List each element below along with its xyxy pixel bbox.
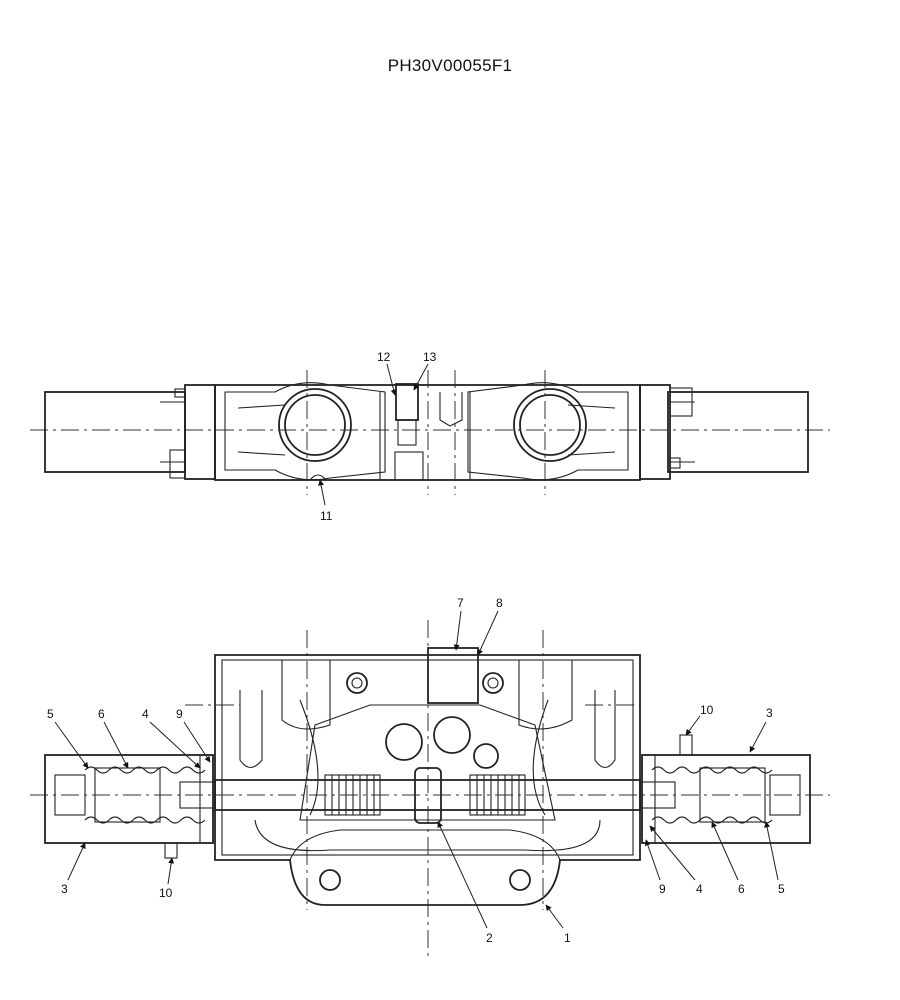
right-spring-lower (651, 816, 773, 824)
callout-9-left: 9 (176, 707, 183, 721)
callout-9-right: 9 (659, 882, 666, 896)
callout-4-left: 4 (142, 707, 149, 721)
callout-5-right: 5 (778, 882, 785, 896)
callout-1: 1 (564, 931, 571, 945)
callout-4-right: 4 (696, 882, 703, 896)
section-view (30, 620, 830, 960)
callout-8: 8 (496, 596, 503, 610)
top-callouts: 12 13 11 (318, 350, 437, 523)
callout-13: 13 (423, 350, 437, 364)
callout-10-right: 10 (700, 703, 714, 717)
left-boss (278, 388, 352, 462)
left-spring-lower (84, 816, 206, 824)
callout-7: 7 (457, 596, 464, 610)
right-spring-upper (651, 766, 773, 774)
center-spool-stem (414, 767, 442, 824)
callout-2: 2 (486, 931, 493, 945)
left-end-cap (44, 391, 186, 473)
callout-6-left: 6 (98, 707, 105, 721)
left-flange (184, 384, 216, 480)
callout-11: 11 (320, 509, 333, 523)
centering-springs (324, 774, 526, 816)
valve-body-section (214, 654, 641, 906)
drawing-title: PH30V00055F1 (387, 56, 513, 75)
left-spring-upper (84, 766, 206, 774)
right-boss (513, 388, 587, 462)
right-end-cap (667, 391, 809, 473)
callout-12: 12 (377, 350, 391, 364)
callout-5-left: 5 (47, 707, 54, 721)
top-port-plug (427, 647, 479, 704)
section-callouts: 7 8 5 6 4 9 10 3 3 10 9 4 6 5 2 1 (47, 596, 785, 945)
callout-3-left: 3 (61, 882, 68, 896)
top-view (30, 370, 830, 495)
callout-3-right: 3 (766, 706, 773, 720)
callout-6-right: 6 (738, 882, 745, 896)
right-flange (639, 384, 671, 480)
callout-10-left: 10 (159, 886, 173, 900)
valve-body-top (214, 384, 641, 481)
